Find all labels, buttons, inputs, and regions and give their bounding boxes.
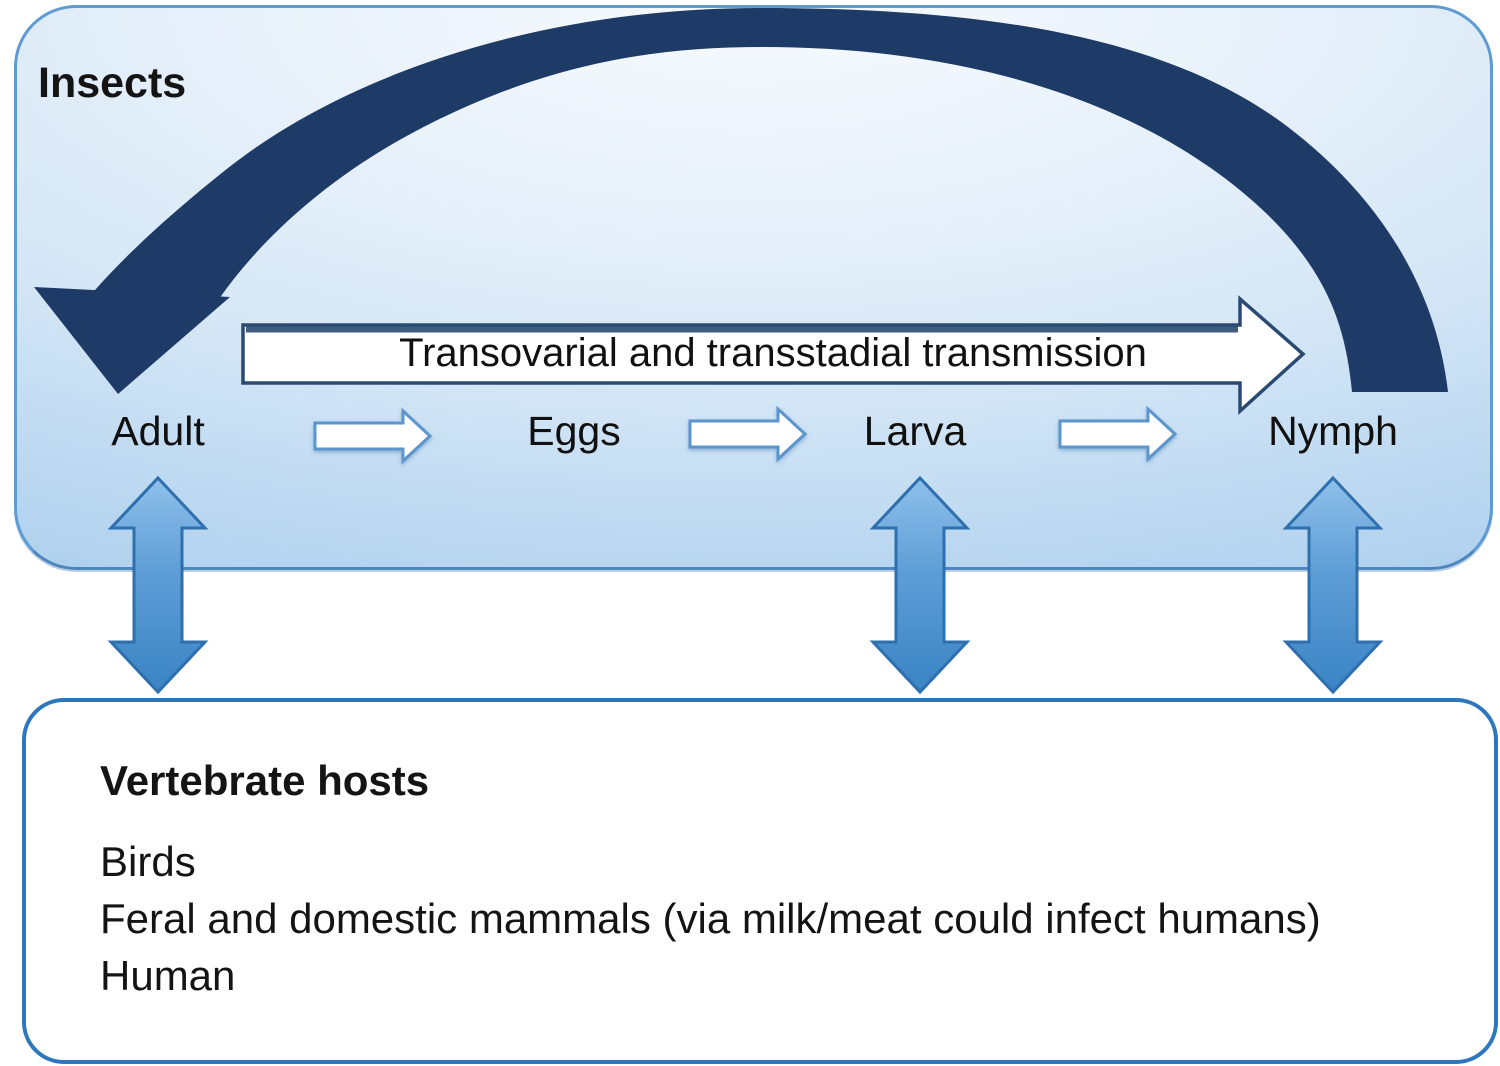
stage-label-adult: Adult — [111, 408, 205, 454]
stage-label-larva: Larva — [863, 408, 967, 454]
vertebrate-hosts-title: Vertebrate hosts — [100, 757, 430, 804]
host-item-mammals: Feral and domestic mammals (via milk/mea… — [100, 895, 1321, 942]
insects-panel-title: Insects — [38, 59, 187, 107]
host-item-birds: Birds — [100, 838, 196, 885]
transmission-arrow-label: Transovarial and transstadial transmissi… — [399, 331, 1147, 375]
stage-label-eggs: Eggs — [527, 408, 621, 454]
insects-panel — [14, 5, 1493, 570]
stage-label-nymph: Nymph — [1268, 408, 1398, 454]
host-list: Birds Feral and domestic mammals (via mi… — [100, 833, 1321, 1004]
host-item-human: Human — [100, 952, 236, 999]
vertebrate-hosts-panel — [22, 698, 1498, 1064]
